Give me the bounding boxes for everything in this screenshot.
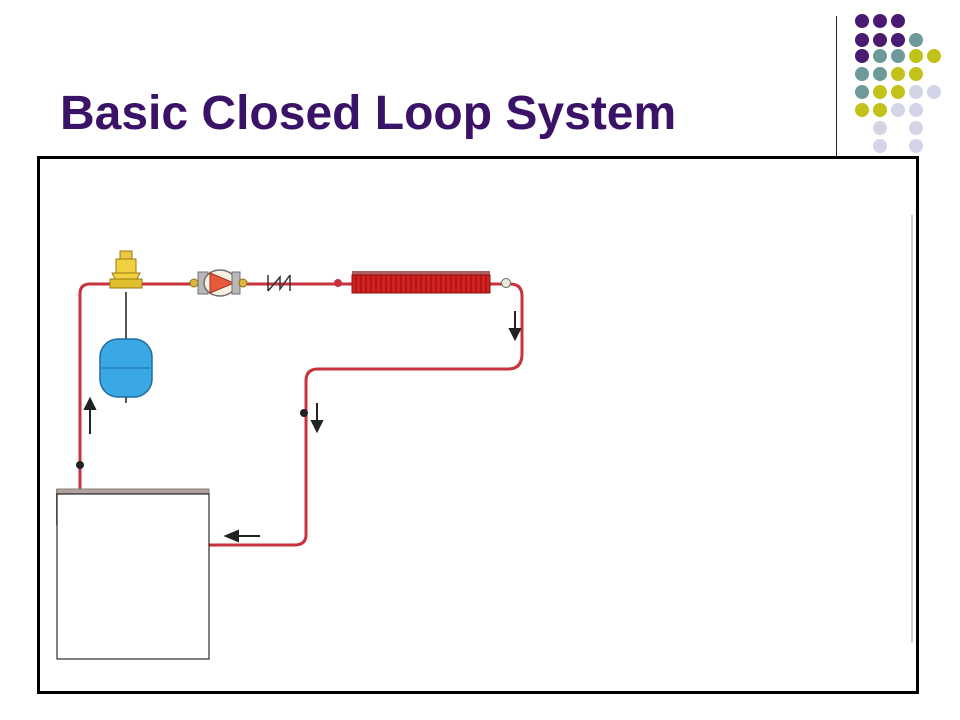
decorative-dot bbox=[873, 121, 887, 135]
decorative-dot bbox=[909, 103, 923, 117]
boiler-box-icon bbox=[56, 488, 210, 660]
diagram-frame bbox=[37, 156, 919, 694]
flow-arrow-left-icon bbox=[223, 529, 260, 543]
decorative-dot bbox=[909, 85, 923, 99]
decorative-dot bbox=[873, 14, 887, 28]
decorative-dot bbox=[909, 49, 923, 63]
flow-arrow-down-icon bbox=[508, 311, 522, 342]
return-junction-dot bbox=[300, 409, 308, 417]
header-divider-line bbox=[836, 16, 837, 156]
expansion-tank-icon bbox=[99, 292, 153, 403]
decorative-dot bbox=[909, 33, 923, 47]
flow-arrow-return-down-icon bbox=[310, 403, 324, 434]
decorative-dot bbox=[855, 67, 869, 81]
decorative-dot bbox=[909, 121, 923, 135]
radiator-inlet-dot bbox=[334, 279, 342, 287]
supply-junction-dot bbox=[76, 461, 84, 469]
pipe-network bbox=[78, 282, 524, 547]
radiator-outlet-fitting bbox=[501, 278, 511, 288]
decorative-dot bbox=[891, 49, 905, 63]
supply-pipe bbox=[78, 282, 222, 492]
pump-icon bbox=[189, 269, 248, 297]
decorative-dot bbox=[873, 67, 887, 81]
decorative-dot bbox=[855, 14, 869, 28]
decorative-dot bbox=[855, 33, 869, 47]
decorative-dot bbox=[891, 14, 905, 28]
decorative-dot bbox=[909, 67, 923, 81]
decorative-dot bbox=[873, 33, 887, 47]
check-valve-icon bbox=[267, 274, 291, 292]
decorative-dot bbox=[873, 103, 887, 117]
decorative-dot bbox=[855, 103, 869, 117]
decorative-dot bbox=[909, 139, 923, 153]
decorative-dot bbox=[891, 85, 905, 99]
decorative-dot bbox=[873, 85, 887, 99]
decorative-dot bbox=[891, 103, 905, 117]
decorative-dot bbox=[855, 49, 869, 63]
flow-arrow-up-icon bbox=[83, 396, 97, 434]
decorative-dot bbox=[873, 49, 887, 63]
decorative-dot bbox=[891, 33, 905, 47]
air-valve-icon bbox=[109, 250, 143, 289]
radiator-icon bbox=[351, 271, 491, 294]
slide-title: Basic Closed Loop System bbox=[60, 87, 677, 140]
decorative-dot bbox=[927, 49, 941, 63]
decorative-dot bbox=[891, 67, 905, 81]
supply-pipe-to-radiator bbox=[208, 282, 524, 547]
decorative-dot bbox=[873, 139, 887, 153]
decorative-dot bbox=[855, 85, 869, 99]
decorative-dot bbox=[927, 85, 941, 99]
closed-loop-diagram bbox=[56, 215, 913, 660]
